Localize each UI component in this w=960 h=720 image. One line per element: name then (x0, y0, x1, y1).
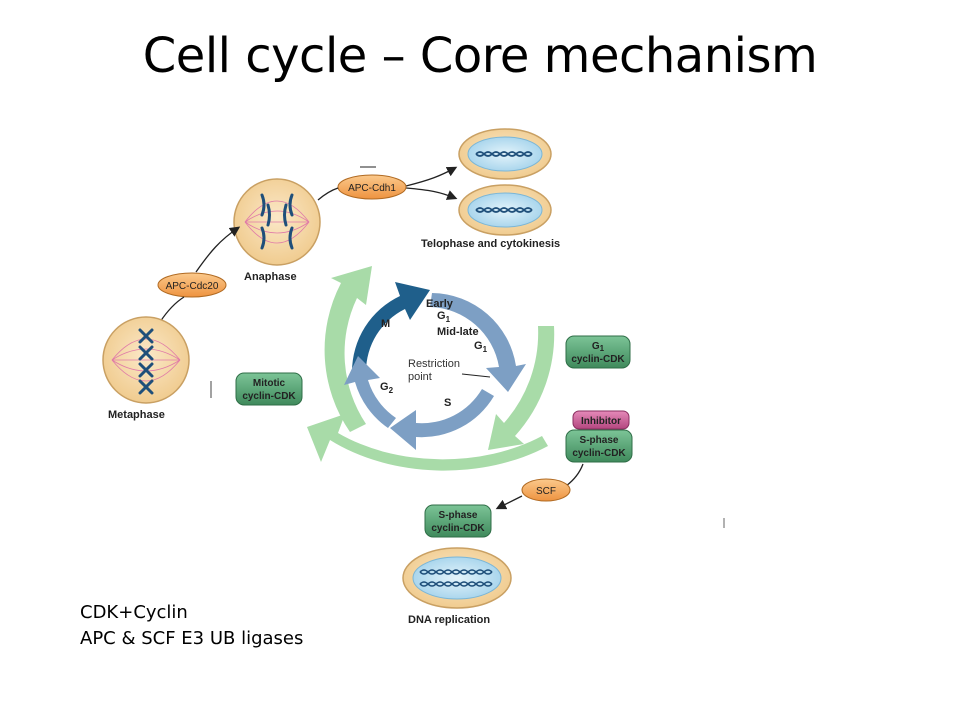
telophase-cells (458, 128, 552, 236)
inner-arrow-g2 (344, 356, 396, 428)
apc-cdc20-enzyme (157, 272, 227, 298)
apc-cdc20-label: APC-Cdc20 (166, 281, 219, 292)
phase-s-label: S (444, 397, 451, 409)
g1-cyclin-cdk (565, 335, 631, 369)
outer-arrow-left (324, 266, 372, 432)
mitotic-cyclin-cdk (235, 372, 303, 406)
dna-replication-label: DNA replication (408, 614, 490, 626)
restriction-label-2: point (408, 371, 432, 383)
restriction-label-1: Restriction (408, 358, 460, 370)
s-cdk-label-1: S-phase (580, 435, 619, 446)
phase-early-label: Early (426, 298, 454, 310)
g1-cdk-label-2: cyclin-CDK (571, 354, 625, 365)
telophase-label: Telophase and cytokinesis (421, 238, 560, 250)
g1-cdk-label-1: G1 (592, 341, 605, 353)
note-line-1: CDK+Cyclin (80, 602, 188, 623)
inhibitor-label: Inhibitor (581, 416, 621, 427)
mitotic-label-1: Mitotic (253, 378, 286, 389)
inner-cycle-arrows (344, 282, 526, 450)
metaphase-cell (102, 316, 190, 404)
note-line-2: APC & SCF E3 UB ligases (80, 628, 304, 649)
inhibitor-protein (572, 410, 630, 430)
inner-arrow-g1 (430, 293, 526, 392)
phase-g-early: G1 (437, 310, 451, 324)
phase-g-midlate: G1 (474, 340, 488, 354)
phase-g2-label: G2 (380, 381, 394, 395)
slide-title: Cell cycle – Core mechanism (142, 28, 818, 84)
mitotic-label-2: cyclin-CDK (242, 391, 296, 402)
phase-midlate-label: Mid-late (437, 326, 479, 338)
phase-m-label: M (381, 318, 390, 330)
inner-arrow-s (390, 389, 494, 450)
apc-cdh1-label: APC-Cdh1 (348, 183, 396, 194)
s-phase-cyclin-cdk-active (424, 504, 492, 538)
outer-cycle-arrows (307, 266, 555, 471)
dna-replication-cell (402, 547, 512, 609)
s2-cdk-label-2: cyclin-CDK (431, 523, 485, 534)
s-cdk-label-2: cyclin-CDK (572, 448, 626, 459)
notes: CDK+Cyclin APC & SCF E3 UB ligases (80, 600, 303, 652)
inner-arrow-m (351, 282, 430, 372)
s-phase-cyclin-cdk-inhibited (565, 429, 633, 463)
outer-arrow-right (488, 326, 555, 450)
scf-label: SCF (536, 486, 556, 497)
s2-cdk-label-1: S-phase (439, 510, 478, 521)
scf-enzyme (521, 478, 571, 502)
anaphase-label: Anaphase (244, 271, 297, 283)
restriction-point-pointer (461, 373, 491, 378)
anaphase-cell (233, 178, 321, 266)
metaphase-label: Metaphase (108, 409, 165, 421)
apc-cdh1-enzyme (337, 174, 407, 200)
outer-arrow-bottom (307, 414, 548, 471)
